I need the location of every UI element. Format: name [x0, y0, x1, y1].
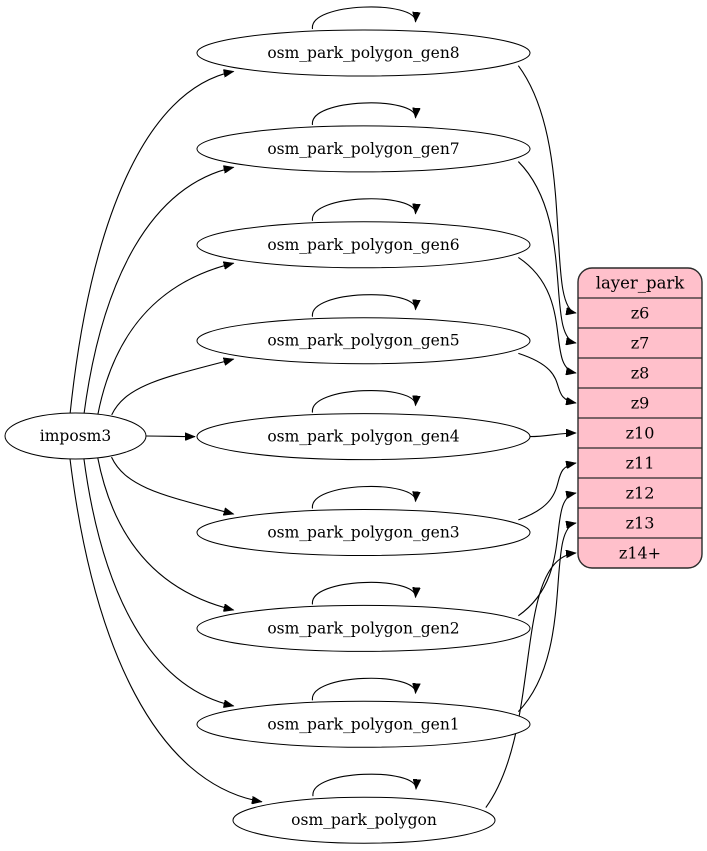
edge-osm_park_polygon_gen1-to-z13 [517, 523, 576, 713]
node-osm_park_polygon_gen8[interactable]: osm_park_polygon_gen8 [196, 29, 531, 77]
node-imposm3-shape [4, 412, 147, 460]
node-osm_park_polygon-shape [232, 796, 496, 844]
node-osm_park_polygon_gen1-shape [196, 700, 531, 748]
node-osm_park_polygon_gen2[interactable]: osm_park_polygon_gen2 [196, 604, 531, 652]
node-osm_park_polygon_gen3[interactable]: osm_park_polygon_gen3 [196, 509, 531, 556]
self-loop-osm_park_polygon_gen7 [311, 102, 415, 125]
self-loop-osm_park_polygon_gen5 [311, 294, 415, 317]
node-imposm3[interactable]: imposm3 [4, 412, 147, 460]
self-loop-osm_park_polygon_gen1 [311, 677, 415, 701]
self-loop-osm_park_polygon_gen2 [311, 581, 415, 605]
self-loop-osm_park_polygon_gen3 [311, 485, 415, 509]
edge-imposm3-to-osm_park_polygon_gen5 [111, 359, 234, 416]
edge-imposm3-to-osm_park_polygon_gen2 [97, 457, 234, 610]
edge-imposm3-to-osm_park_polygon_gen3 [111, 456, 234, 514]
edge-osm_park_polygon_gen7-to-z7 [517, 161, 576, 343]
self-loop-osm_park_polygon_gen4 [311, 390, 415, 413]
node-osm_park_polygon_gen1[interactable]: osm_park_polygon_gen1 [196, 700, 531, 748]
node-osm_park_polygon_gen8-shape [196, 29, 531, 77]
node-osm_park_polygon_gen7-shape [196, 125, 531, 173]
node-osm_park_polygon_gen6[interactable]: osm_park_polygon_gen6 [196, 221, 531, 269]
node-osm_park_polygon_gen4-shape [196, 413, 531, 461]
self-loop-osm_park_polygon_gen8 [311, 6, 415, 30]
node-osm_park_polygon_gen5[interactable]: osm_park_polygon_gen5 [196, 317, 531, 365]
edge-imposm3-to-osm_park_polygon_gen4 [145, 436, 195, 437]
edge-imposm3-to-osm_park_polygon_gen7 [83, 167, 234, 415]
node-osm_park_polygon_gen7[interactable]: osm_park_polygon_gen7 [196, 125, 531, 173]
node-osm_park_polygon_gen4[interactable]: osm_park_polygon_gen4 [196, 413, 531, 461]
edge-imposm3-to-osm_park_polygon [69, 457, 262, 802]
node-osm_park_polygon_gen2-shape [196, 604, 531, 652]
nodes-layer: imposm3 osm_park_polygon_gen8 osm_park_pol… [4, 29, 531, 844]
edge-imposm3-to-osm_park_polygon_gen1 [83, 457, 234, 706]
edge-osm_park_polygon-to-z14p [485, 553, 576, 808]
self-loop-osm_park_polygon_gen6 [311, 198, 415, 221]
edge-osm_park_polygon_gen8-to-z6 [517, 65, 576, 313]
edge-osm_park_polygon_gen5-to-z9 [518, 352, 576, 403]
edge-osm_park_polygon_gen3-to-z11 [518, 463, 576, 521]
self-loop-osm_park_polygon [312, 773, 416, 797]
edge-osm_park_polygon_gen6-to-z8 [518, 256, 576, 373]
edge-imposm3-to-osm_park_polygon_gen6 [97, 263, 234, 415]
edge-osm_park_polygon_gen4-to-z10 [529, 433, 576, 438]
node-osm_park_polygon_gen5-shape [196, 317, 531, 365]
edge-osm_park_polygon_gen2-to-z12 [518, 493, 576, 617]
self-loops-layer [311, 6, 416, 797]
edges-layer [69, 65, 576, 808]
edge-imposm3-to-osm_park_polygon_gen8 [69, 71, 234, 415]
node-osm_park_polygon_gen3-shape [196, 509, 531, 556]
node-osm_park_polygon_gen6-shape [196, 221, 531, 269]
node-osm_park_polygon[interactable]: osm_park_polygon [232, 796, 496, 844]
